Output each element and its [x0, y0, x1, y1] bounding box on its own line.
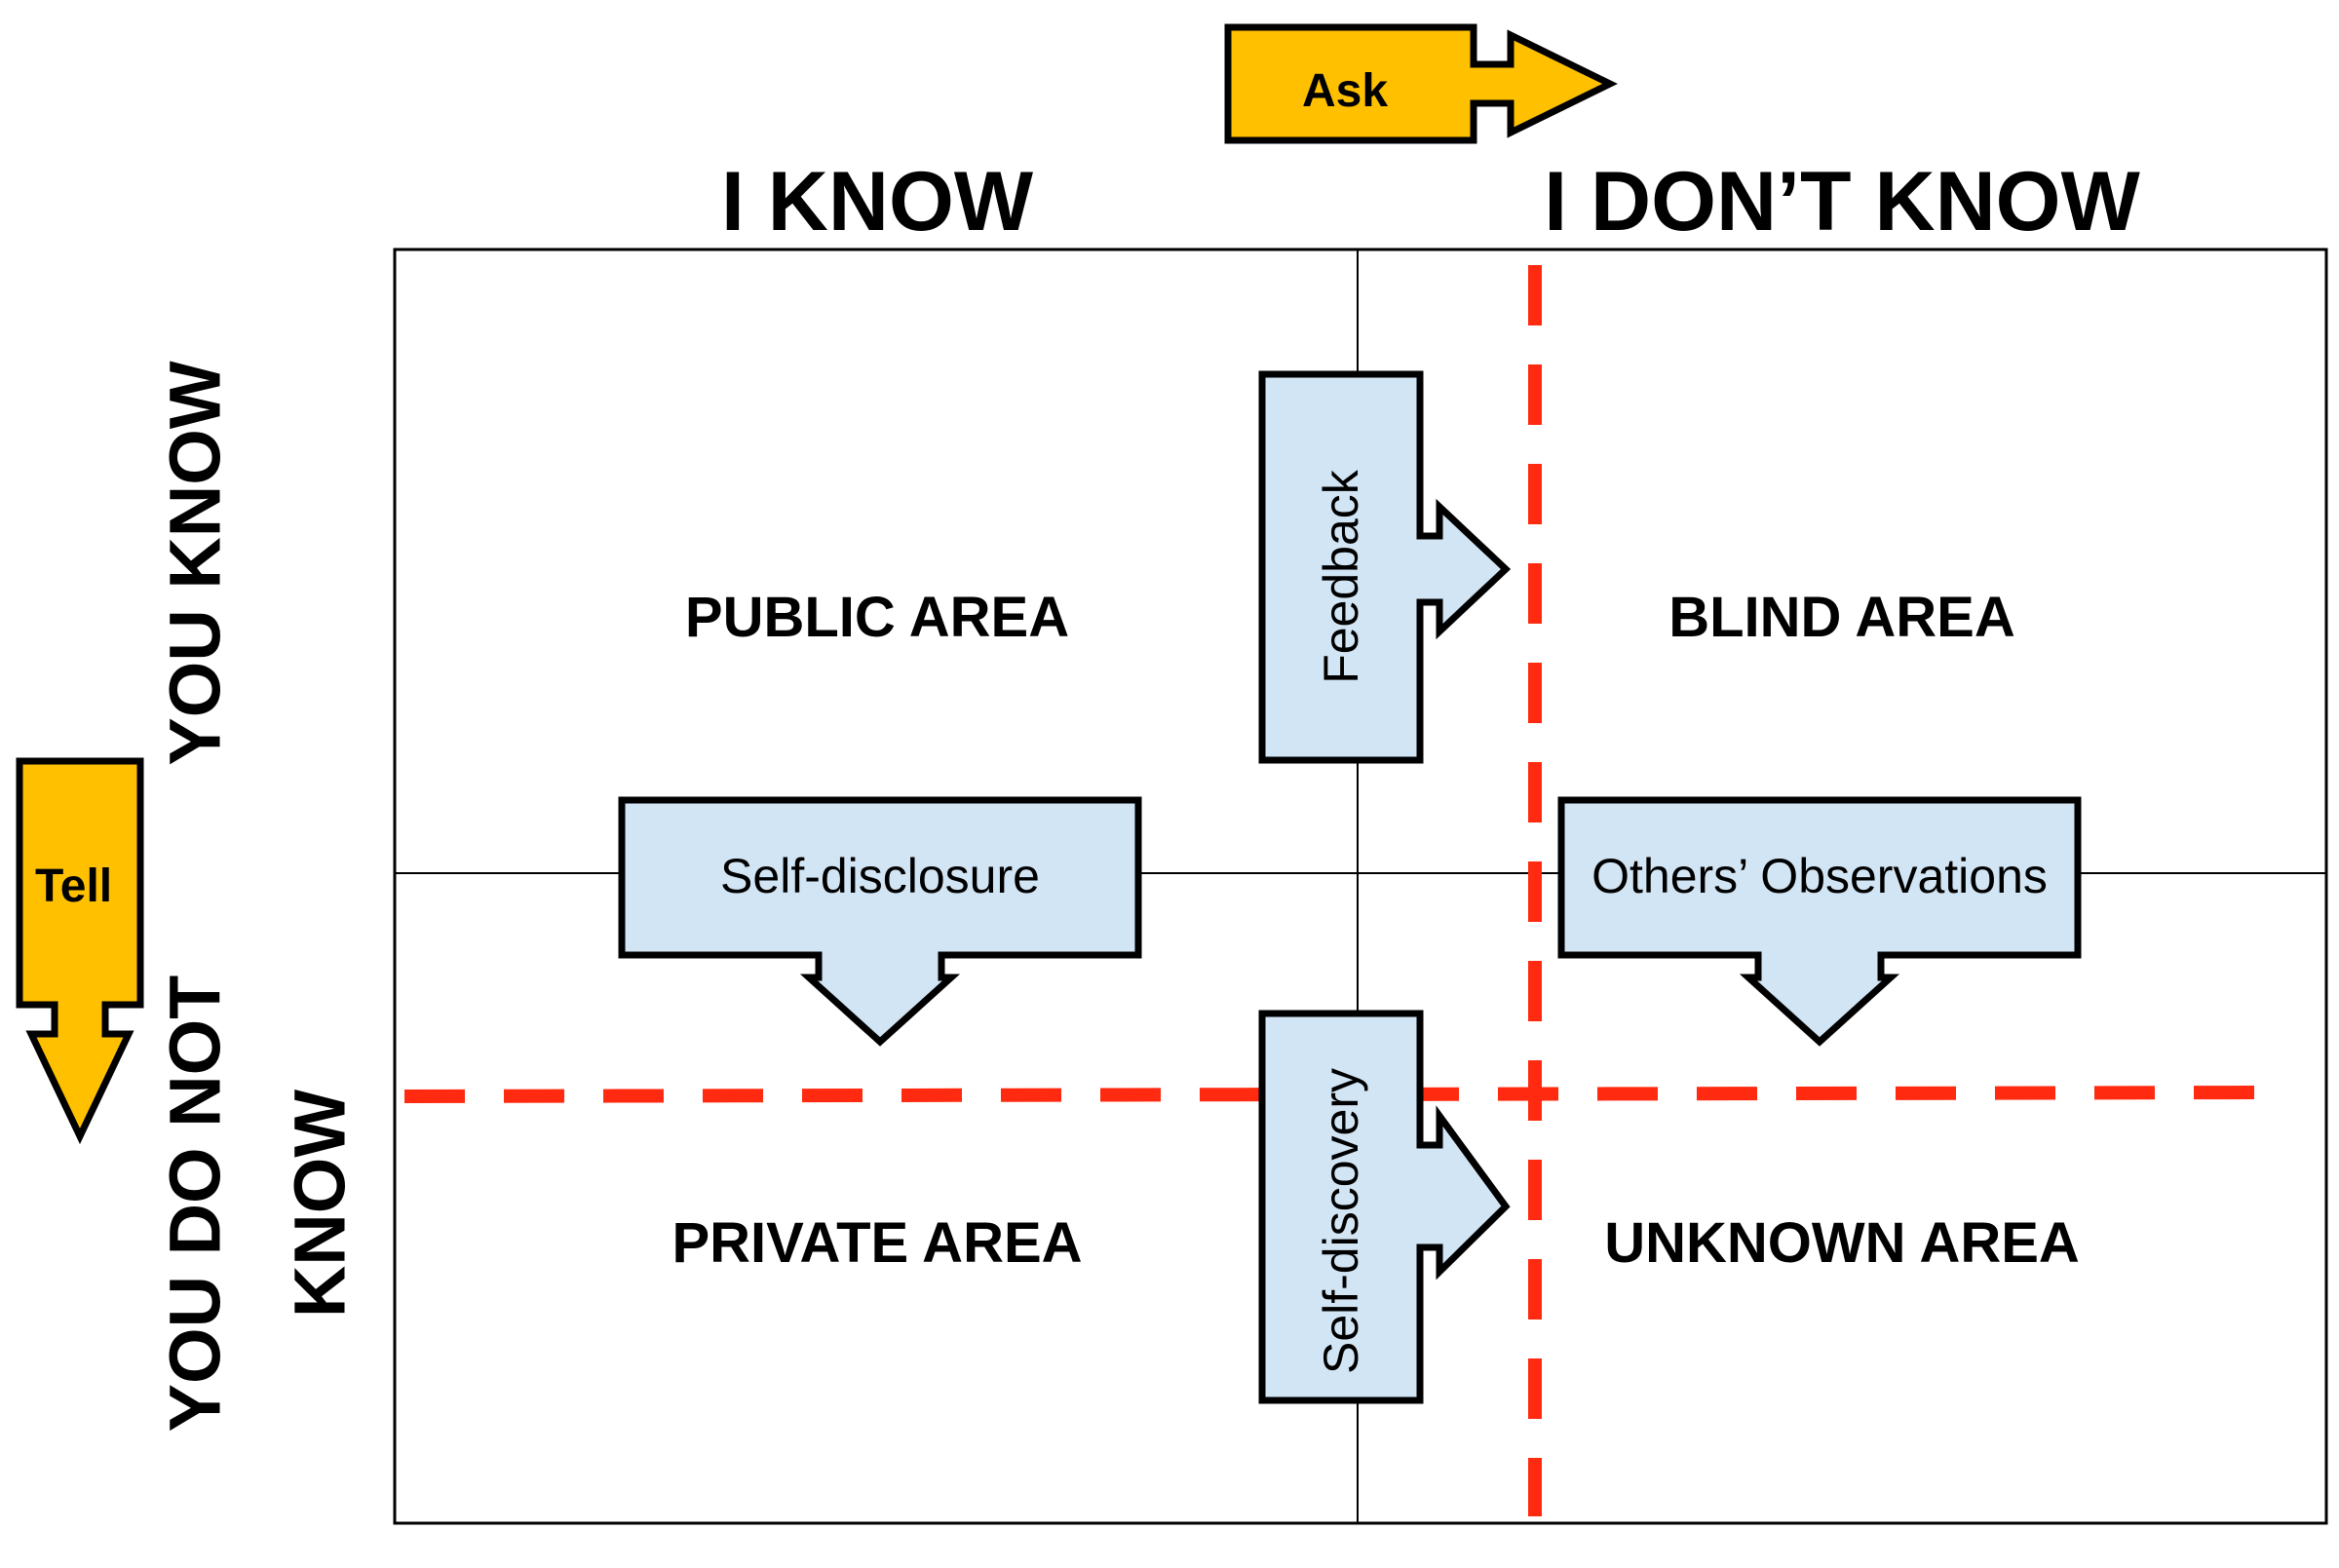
public-area-label: PUBLIC AREA — [684, 586, 1070, 649]
row-header-you-do-not-know: YOU DO NOT — [154, 975, 236, 1433]
column-header-i-dont-know: I DON’T KNOW — [1544, 155, 2140, 249]
feedback-label: Feedback — [1314, 470, 1368, 684]
self-disclosure-arrow-shape — [618, 796, 1142, 1047]
window-frame — [393, 248, 2328, 1525]
ask-label: Ask — [1302, 65, 1389, 117]
ask-arrow-shape — [1224, 23, 1618, 144]
self-discovery-arrow-shape — [1258, 1010, 1511, 1404]
row-header-know: KNOW — [279, 1089, 361, 1319]
feedback-arrow-shape — [1258, 370, 1512, 764]
private-area-label: PRIVATE AREA — [671, 1211, 1083, 1275]
row-header-you-know: YOU KNOW — [154, 361, 236, 766]
column-header-i-know: I KNOW — [720, 155, 1034, 249]
others-observations-arrow-shape — [1557, 796, 2082, 1047]
self-discovery-label: Self-discovery — [1314, 1068, 1368, 1374]
blind-area-label: BLIND AREA — [1668, 586, 2015, 649]
self-disclosure-label: Self-disclosure — [720, 849, 1040, 903]
tell-label: Tell — [35, 860, 113, 912]
others-observations-label: Others’ Observations — [1591, 849, 2048, 903]
tell-arrow-shape — [16, 757, 144, 1145]
unknown-area-label: UNKNOWN AREA — [1604, 1211, 2080, 1275]
